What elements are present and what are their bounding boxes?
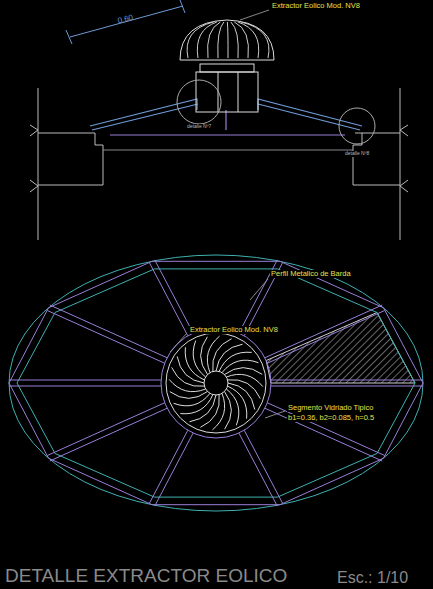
radial-profile bbox=[271, 380, 423, 381]
part-name: Perfil Metalico de Barda bbox=[270, 270, 352, 278]
part-name: Extractor Eolico Mod. NV8 bbox=[271, 2, 361, 10]
turbine-blade bbox=[224, 368, 262, 375]
turbine-blade bbox=[228, 380, 261, 399]
radial-profile bbox=[265, 408, 382, 461]
inner-polygon bbox=[17, 269, 415, 497]
part-name: Extractor Eolico Mod. NV8 bbox=[189, 326, 279, 334]
radial-profile bbox=[239, 433, 277, 506]
outer-ring bbox=[9, 255, 423, 511]
outer-polygon bbox=[9, 261, 423, 504]
detail-ref: detalle Nº7 bbox=[186, 124, 212, 130]
radial-profile bbox=[244, 430, 282, 503]
turbine-rib bbox=[231, 22, 238, 58]
turbine-blade bbox=[226, 374, 262, 386]
radial-profile bbox=[50, 408, 167, 461]
turbine-blade bbox=[193, 341, 205, 377]
turbine-rib bbox=[234, 22, 248, 58]
turbine-blade bbox=[169, 379, 205, 391]
turbine-blade bbox=[222, 360, 258, 372]
detail-ref: detalle Nº8 bbox=[344, 151, 370, 157]
radial-profile bbox=[9, 380, 161, 381]
scale-note: Esc.: 1/10 bbox=[336, 569, 409, 587]
radial-profile bbox=[155, 433, 193, 506]
radial-profile bbox=[267, 311, 384, 364]
glazed-segment bbox=[266, 313, 415, 384]
radial-profile bbox=[47, 403, 164, 456]
turbine-rib bbox=[187, 22, 213, 58]
turbine-blade bbox=[207, 336, 219, 372]
turbine-rib bbox=[241, 22, 269, 58]
dimension: 0.60 bbox=[116, 13, 135, 26]
radial-profile bbox=[47, 311, 164, 364]
radial-profile bbox=[267, 403, 384, 456]
hub bbox=[204, 371, 228, 395]
part-name: Segmento Vidriado Tipico bbox=[287, 404, 374, 412]
note: b1=0.36, b2=0.085, h=0.5 bbox=[287, 414, 375, 422]
radial-profile bbox=[265, 305, 382, 358]
turbine-outline bbox=[166, 333, 266, 433]
turbine-blade bbox=[170, 391, 208, 398]
turbine-blade bbox=[174, 393, 210, 405]
radial-profile bbox=[50, 305, 167, 358]
turbine-rib bbox=[227, 22, 229, 58]
radial-profile bbox=[155, 260, 193, 333]
turbine-blade bbox=[224, 391, 231, 429]
radial-profile bbox=[149, 263, 187, 336]
radial-profile bbox=[9, 386, 161, 387]
turbine-rib bbox=[218, 22, 224, 58]
turbine-blade bbox=[212, 393, 224, 429]
turbine-blade bbox=[201, 337, 208, 375]
radial-profile bbox=[271, 386, 423, 387]
drawing-title: DETALLE EXTRACTOR EOLICO bbox=[4, 566, 288, 587]
turbine-blade bbox=[226, 389, 238, 425]
radial-profile bbox=[149, 430, 187, 503]
ring bbox=[161, 328, 271, 438]
